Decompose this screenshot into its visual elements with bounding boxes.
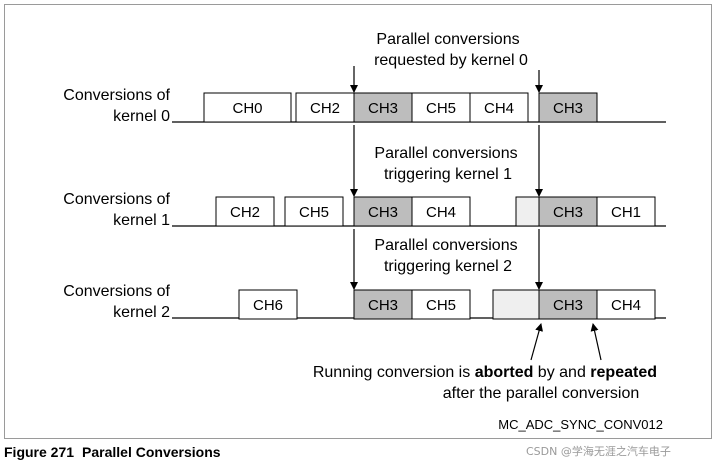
annotation-trigger1-line2: triggering kernel 1 bbox=[384, 166, 512, 183]
kernel-1-box-3-label: CH4 bbox=[426, 204, 456, 221]
kernel-2-box-0-label: CH6 bbox=[253, 297, 283, 314]
kernel-2-label-line1: Conversions of bbox=[63, 283, 170, 300]
kernel-2-box-5-label: CH4 bbox=[611, 297, 641, 314]
kernel-1-box-6-label: CH1 bbox=[611, 204, 641, 221]
figure-frame bbox=[4, 4, 712, 439]
arrow-aborted bbox=[530, 323, 543, 361]
figure-caption: Figure 271 Parallel Conversions bbox=[4, 444, 221, 460]
kernel-1-box-0 bbox=[215, 196, 275, 227]
kernel-1-box-1-label: CH5 bbox=[299, 204, 329, 221]
watermark: CSDN @学海无涯之汽车电子 bbox=[526, 445, 671, 458]
kernel-1-box-5-label: CH3 bbox=[553, 204, 583, 221]
kernel-2-box-3 bbox=[492, 289, 540, 320]
arrow-repeated bbox=[590, 323, 602, 361]
kernel-0-box-1-label: CH2 bbox=[310, 100, 340, 117]
annotation-requested-line1: Parallel conversions bbox=[376, 31, 519, 48]
diagram-id: MC_ADC_SYNC_CONV012 bbox=[498, 417, 663, 432]
kernel-2-box-2-label: CH5 bbox=[426, 297, 456, 314]
kernel-0-box-1 bbox=[295, 92, 355, 123]
kernel-0-box-4-label: CH4 bbox=[484, 100, 514, 117]
kernel-2-box-1-label: CH3 bbox=[368, 297, 398, 314]
timing-diagram: Conversions of kernel 0 Conversions of k… bbox=[63, 31, 666, 432]
annotation-abort-line1: Running conversion is aborted by and rep… bbox=[313, 364, 657, 381]
kernel-0-box-0-label: CH0 bbox=[232, 100, 262, 117]
kernel-2-box-4-label: CH3 bbox=[553, 297, 583, 314]
kernel-1-conversions: CH2 CH5 CH3 CH4 CH3 CH1 bbox=[215, 196, 656, 227]
kernel-0-label-line1: Conversions of bbox=[63, 87, 170, 104]
kernel-1-box-3 bbox=[411, 196, 471, 227]
kernel-0-box-3-label: CH5 bbox=[426, 100, 456, 117]
kernel-1-box-2-label: CH3 bbox=[368, 204, 398, 221]
kernel-1-box-5 bbox=[538, 196, 598, 227]
kernel-0-box-3 bbox=[411, 92, 471, 123]
kernel-2-conversions: CH6 CH3 CH5 CH3 CH4 bbox=[238, 289, 656, 320]
kernel-0-box-4 bbox=[469, 92, 529, 123]
annotation-trigger2-line2: triggering kernel 2 bbox=[384, 258, 512, 275]
kernel-1-box-6 bbox=[596, 196, 656, 227]
kernel-0-box-5-label: CH3 bbox=[553, 100, 583, 117]
kernel-0-label-line2: kernel 0 bbox=[113, 108, 170, 125]
kernel-0-conversions: CH0 CH2 CH3 CH5 CH4 CH3 bbox=[203, 92, 598, 123]
kernel-1-label-line1: Conversions of bbox=[63, 191, 170, 208]
annotation-trigger2-line1: Parallel conversions bbox=[374, 237, 517, 254]
annotation-trigger1-line1: Parallel conversions bbox=[374, 145, 517, 162]
annotation-abort-line2: after the parallel conversion bbox=[443, 385, 640, 402]
kernel-1-box-2 bbox=[353, 196, 413, 227]
kernel-2-box-4 bbox=[538, 289, 598, 320]
kernel-2-box-0 bbox=[238, 289, 298, 320]
kernel-0-box-0 bbox=[203, 92, 292, 123]
kernel-2-label-line2: kernel 2 bbox=[113, 304, 170, 321]
kernel-1-box-1 bbox=[284, 196, 344, 227]
annotation-requested-line2: requested by kernel 0 bbox=[374, 52, 528, 69]
kernel-0-box-5 bbox=[538, 92, 598, 123]
kernel-0-box-2-label: CH3 bbox=[368, 100, 398, 117]
figure-title: Parallel Conversions bbox=[82, 444, 221, 460]
kernel-2-box-2 bbox=[411, 289, 471, 320]
kernel-1-box-0-label: CH2 bbox=[230, 204, 260, 221]
kernel-1-box-4 bbox=[515, 196, 540, 227]
kernel-1-label-line2: kernel 1 bbox=[113, 212, 170, 229]
figure-number: Figure 271 bbox=[4, 444, 75, 460]
kernel-2-box-5 bbox=[596, 289, 656, 320]
